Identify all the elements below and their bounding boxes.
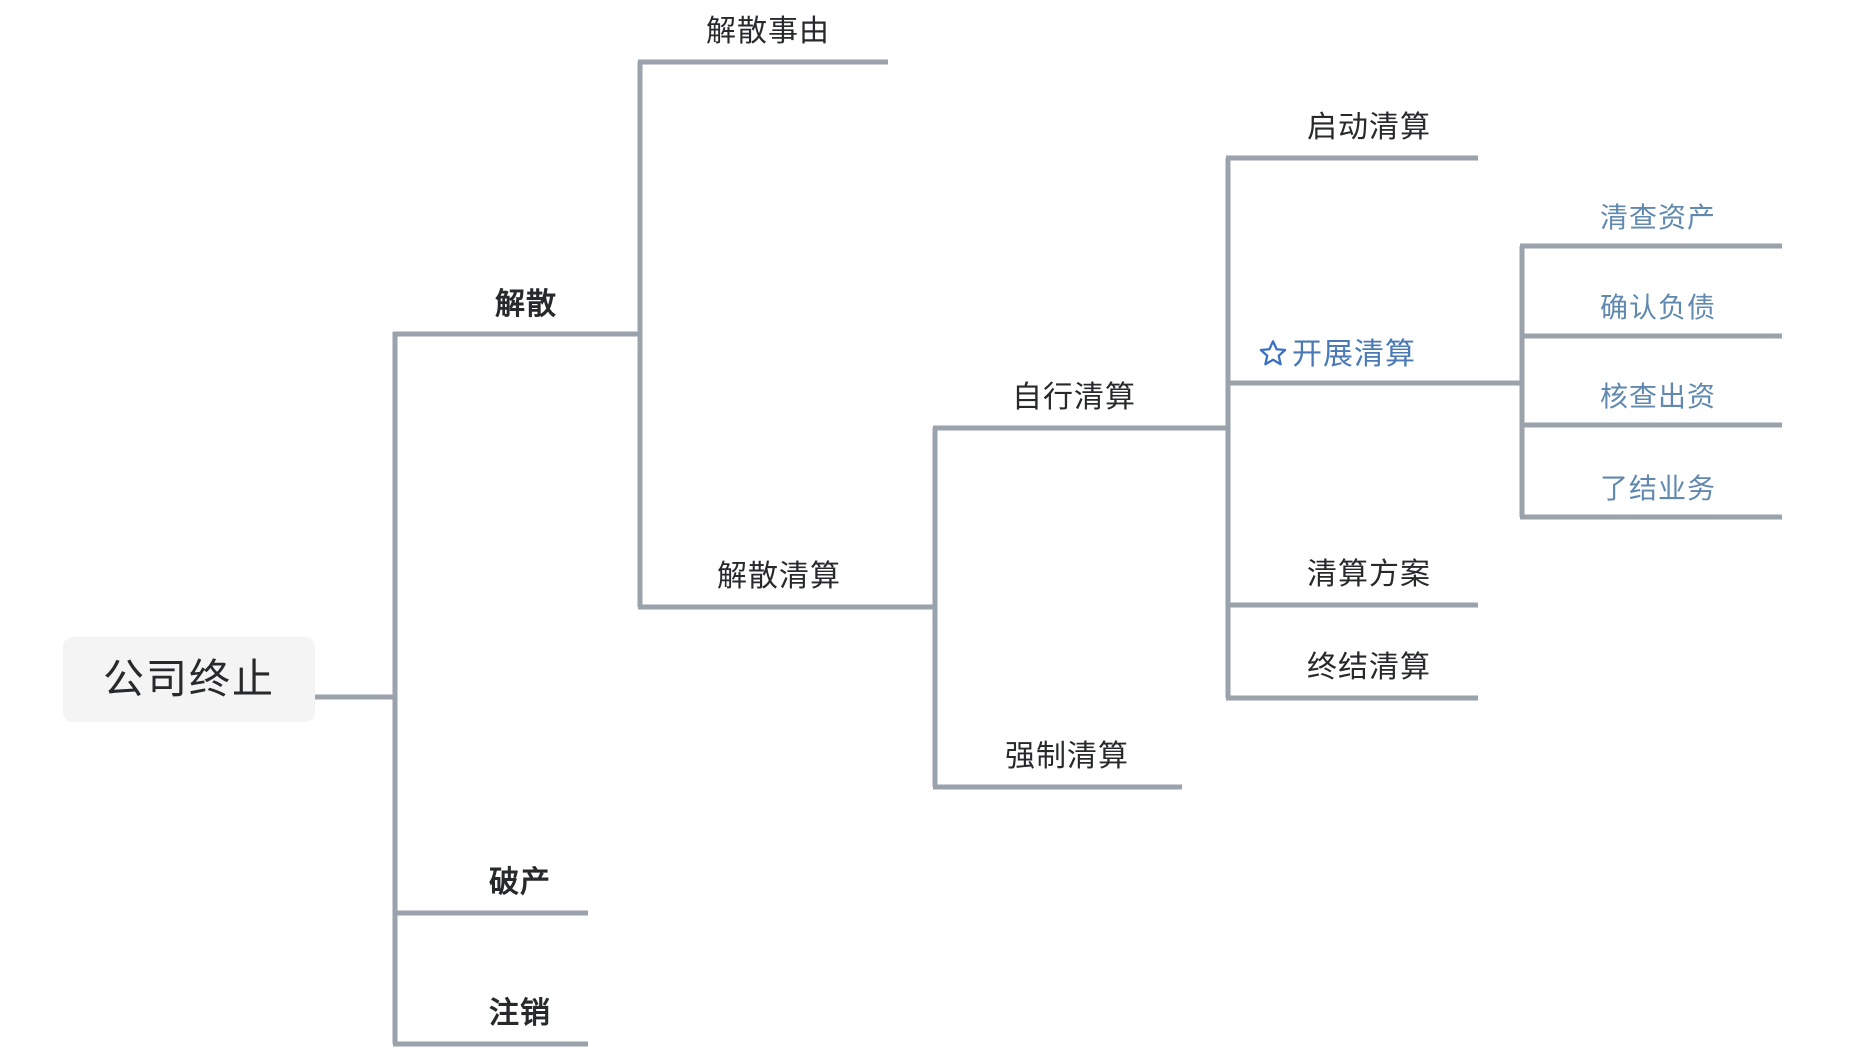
node-liaojie-yewu-label: 了结业务 — [1600, 473, 1717, 504]
node-qidong-qingsuan[interactable]: 启动清算 — [1307, 113, 1431, 143]
node-jiesan-shiyou[interactable]: 解散事由 — [706, 17, 830, 47]
node-kaizhan-qingsuan-label: 开展清算 — [1292, 338, 1416, 371]
node-pochan[interactable]: 破产 — [489, 868, 551, 898]
node-qidong-qingsuan-label: 启动清算 — [1307, 111, 1431, 144]
node-jiesan-label: 解散 — [495, 288, 557, 321]
node-zhongjie-qingsuan-label: 终结清算 — [1307, 651, 1431, 684]
node-qiangzhi-qingsuan-label: 强制清算 — [1005, 740, 1129, 773]
node-zhuxiao[interactable]: 注销 — [489, 999, 551, 1029]
node-zixing-qingsuan-label: 自行清算 — [1012, 381, 1136, 414]
node-jiesan-shiyou-label: 解散事由 — [706, 15, 830, 48]
node-zhongjie-qingsuan[interactable]: 终结清算 — [1307, 653, 1431, 683]
node-zhuxiao-label: 注销 — [489, 997, 551, 1030]
node-queren-fuzhai[interactable]: 确认负债 — [1600, 294, 1716, 322]
node-qingsuan-fangan[interactable]: 清算方案 — [1307, 560, 1431, 590]
node-hecha-chuzi-label: 核查出资 — [1600, 381, 1717, 412]
node-qingcha-zichan-label: 清查资产 — [1600, 202, 1717, 233]
node-queren-fuzhai-label: 确认负债 — [1600, 292, 1717, 323]
node-liaojie-yewu[interactable]: 了结业务 — [1600, 475, 1716, 503]
node-qingcha-zichan[interactable]: 清查资产 — [1600, 204, 1716, 232]
star-outline-icon — [1258, 338, 1288, 372]
node-root-label: 公司终止 — [103, 656, 275, 702]
node-jiesan-qingsuan-label: 解散清算 — [717, 560, 841, 593]
node-qiangzhi-qingsuan[interactable]: 强制清算 — [1005, 742, 1129, 772]
node-pochan-label: 破产 — [489, 866, 551, 899]
node-root[interactable]: 公司终止 — [63, 637, 315, 722]
node-jiesan[interactable]: 解散 — [495, 290, 557, 320]
node-zixing-qingsuan[interactable]: 自行清算 — [1012, 383, 1136, 413]
node-hecha-chuzi[interactable]: 核查出资 — [1600, 383, 1716, 411]
node-kaizhan-qingsuan[interactable]: 开展清算 — [1258, 338, 1416, 372]
node-jiesan-qingsuan[interactable]: 解散清算 — [717, 562, 841, 592]
node-qingsuan-fangan-label: 清算方案 — [1307, 558, 1431, 591]
